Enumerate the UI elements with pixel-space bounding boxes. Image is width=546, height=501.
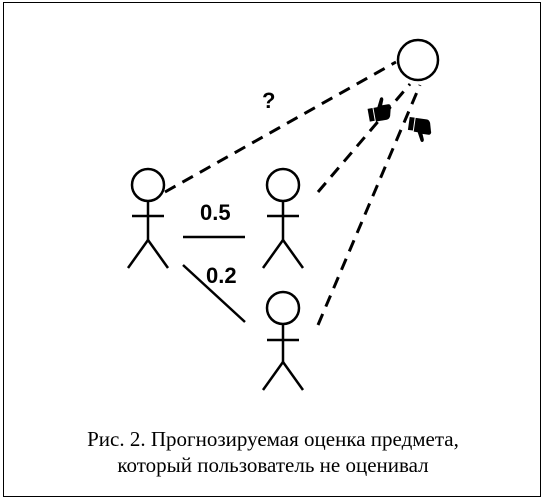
user-a-figure	[126, 167, 170, 269]
caption-line-2: который пользователь не оценивал	[117, 453, 429, 477]
unknown-rating-edge	[164, 60, 397, 194]
similarity-label-a-b: 0.5	[200, 200, 231, 225]
caption-line-1: Рис. 2. Прогнозируемая оценка предмета,	[87, 427, 459, 451]
user-c-figure	[261, 290, 305, 391]
user-b-rating-edge	[316, 83, 412, 193]
user-b-figure	[261, 167, 305, 269]
item-node	[396, 38, 440, 82]
recommendation-diagram: ? 0.5 0.2	[126, 38, 440, 391]
similarity-edge-a-c	[182, 264, 246, 323]
thumbs-up-icon	[367, 97, 391, 122]
thumbs-down-icon	[407, 116, 432, 142]
similarity-label-a-c: 0.2	[206, 263, 237, 288]
unknown-rating-label: ?	[262, 88, 275, 113]
figure-frame	[3, 2, 541, 497]
user-c-rating-edge	[316, 84, 422, 326]
